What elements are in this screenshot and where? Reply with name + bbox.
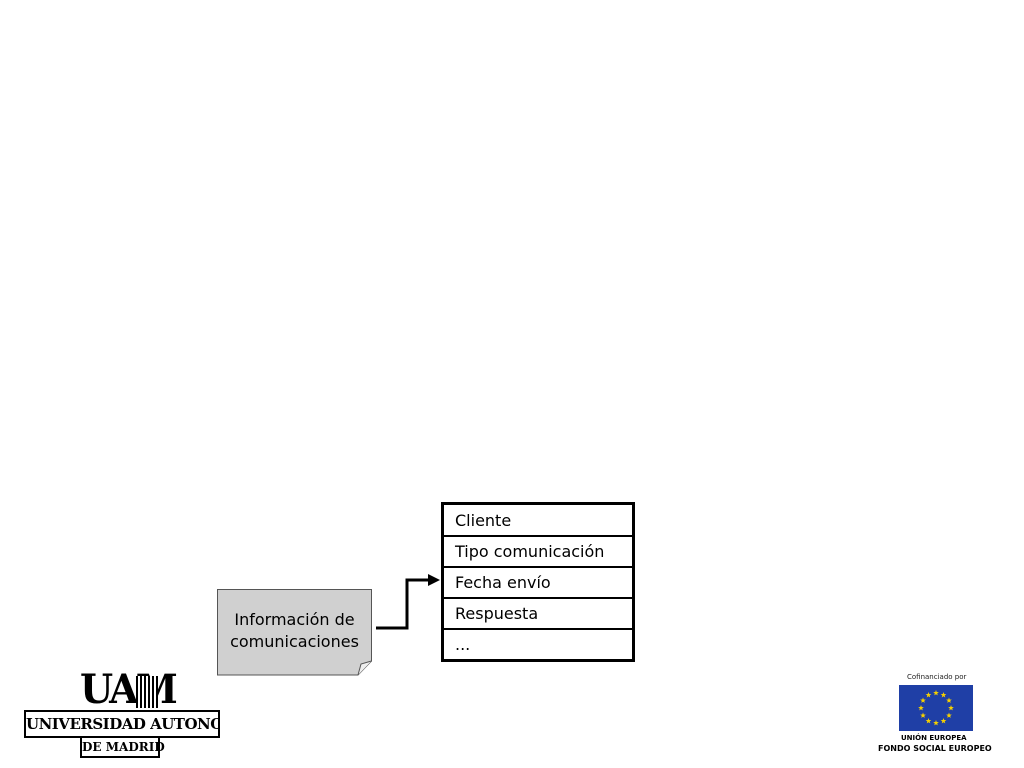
- eu-star-icon: [940, 692, 947, 698]
- record-field-tipo-comunicacion: Tipo comunicación: [444, 535, 632, 566]
- eu-star-icon: [946, 697, 952, 703]
- uam-logo-city: DE MADRID: [80, 736, 165, 758]
- uam-logo-stripes: [136, 676, 158, 708]
- document-label-line2: comunicaciones: [230, 632, 359, 651]
- eu-star-icon: [925, 692, 932, 698]
- eu-star-icon: [948, 705, 954, 711]
- flow-arrow: [376, 574, 440, 630]
- eu-union-text: UNIÓN EUROPEA: [901, 734, 967, 742]
- eu-cofinanced-text: Cofinanciado por: [907, 673, 967, 681]
- uam-logo: UAM UNIVERSIDAD AUTONOMA DE MADRID: [24, 666, 220, 758]
- eu-star-icon: [940, 717, 947, 724]
- eu-fund-text: FONDO SOCIAL EUROPEO: [878, 744, 992, 753]
- record-table: Cliente Tipo comunicación Fecha envío Re…: [441, 502, 635, 662]
- document-label-line1: Información de: [234, 610, 355, 629]
- eu-star-icon: [920, 712, 926, 718]
- record-field-ellipsis: ...: [444, 628, 632, 659]
- uam-logo-letters: UAM: [80, 666, 178, 713]
- uam-logo-name: UNIVERSIDAD AUTONOMA: [24, 710, 220, 738]
- document-label: Información de comunicaciones: [217, 609, 372, 653]
- record-field-cliente: Cliente: [455, 511, 512, 530]
- eu-star-icon: [918, 705, 924, 711]
- document-shape: [217, 589, 372, 676]
- record-field-respuesta: Respuesta: [444, 597, 632, 628]
- document-node: Información de comunicaciones: [217, 589, 372, 676]
- eu-star-icon: [925, 717, 932, 724]
- eu-star-icon: [920, 697, 926, 703]
- eu-star-icon: [933, 720, 939, 726]
- eu-logo: Cofinanciado por UNIÓN EUROPEA FONDO SOC…: [874, 672, 1002, 760]
- eu-star-icon: [933, 690, 939, 696]
- eu-star-icon: [946, 712, 952, 718]
- record-field-fecha-envio: Fecha envío: [444, 566, 632, 597]
- eu-flag-icon: [899, 685, 973, 731]
